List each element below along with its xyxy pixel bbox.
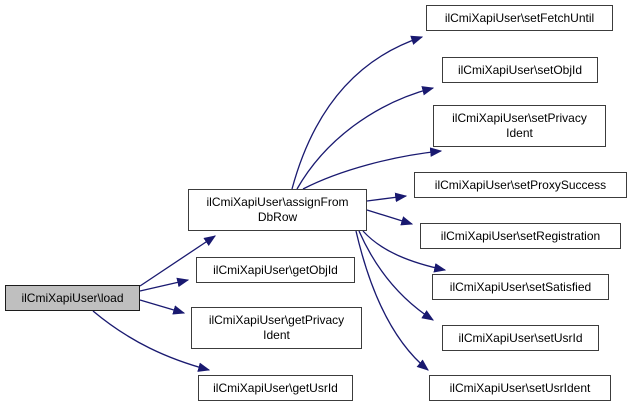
node-setUsrIdent[interactable]: ilCmiXapiUser\setUsrIdent [429,375,611,401]
edge-load-to-assignFromDbRow [139,235,216,287]
edge-load-to-getObjId [139,277,190,292]
node-setProxySuccess[interactable]: ilCmiXapiUser\setProxySuccess [414,172,627,198]
edge-load-to-getPrivacyIdent [139,299,186,315]
node-load: ilCmiXapiUser\load [5,285,140,311]
node-setPrivacyIdent[interactable]: ilCmiXapiUser\setPrivacy Ident [433,105,606,147]
edge-assignFromDbRow-to-setUsrIdent [355,230,429,371]
edge-assignFromDbRow-to-setProxySuccess [366,192,408,203]
node-assignFromDbRow[interactable]: ilCmiXapiUser\assignFrom DbRow [188,189,367,231]
node-getPrivacyIdent[interactable]: ilCmiXapiUser\getPrivacy Ident [191,307,362,349]
node-setRegistration[interactable]: ilCmiXapiUser\setRegistration [420,223,621,249]
node-getUsrId[interactable]: ilCmiXapiUser\getUsrId [198,375,353,401]
edge-assignFromDbRow-to-setPrivacyIdent [302,147,443,190]
node-setFetchUntil[interactable]: ilCmiXapiUser\setFetchUntil [426,5,613,31]
edge-assignFromDbRow-to-setSatisfied [362,230,447,273]
node-setSatisfied[interactable]: ilCmiXapiUser\setSatisfied [432,274,609,300]
edge-assignFromDbRow-to-setFetchUntil [291,35,424,190]
node-getObjId[interactable]: ilCmiXapiUser\getObjId [196,257,355,283]
node-setObjId[interactable]: ilCmiXapiUser\setObjId [442,57,598,83]
edge-assignFromDbRow-to-setUsrId [358,230,435,321]
edge-load-to-getUsrId [92,310,211,372]
node-setUsrId[interactable]: ilCmiXapiUser\setUsrId [442,325,599,351]
edge-assignFromDbRow-to-setObjId [296,86,435,190]
edge-assignFromDbRow-to-setRegistration [366,209,414,226]
